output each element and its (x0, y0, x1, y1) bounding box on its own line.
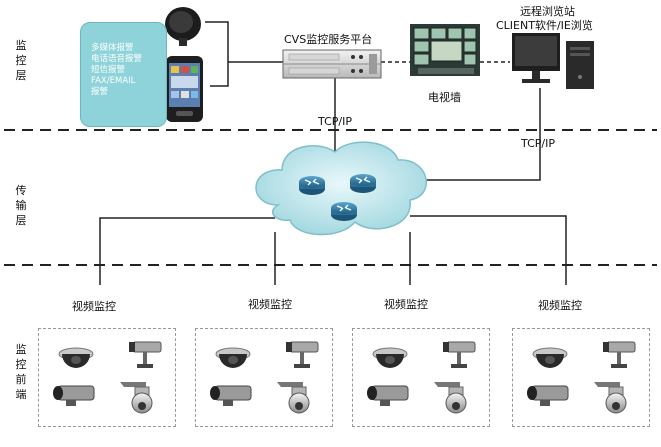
workstation-icon (512, 33, 594, 89)
video-monitor-label: 视频监控 (72, 300, 116, 313)
bullet-camera-icon (603, 341, 636, 368)
box-camera-icon (367, 385, 409, 406)
alarm-method-item: 电话语音报警 (91, 54, 143, 64)
tcp-ip-label-right: TCP/IP (521, 137, 555, 150)
box-camera-icon (527, 385, 569, 406)
tv-wall-label: 电视墙 (428, 91, 461, 104)
box-camera-icon (53, 385, 95, 406)
video-monitor-label: 视频监控 (248, 298, 292, 311)
alarm-method-item: 多媒体报警 (91, 43, 134, 53)
cloud-frontend-links (99, 215, 567, 285)
alarm-method-item: 短信报警 (91, 65, 126, 75)
layer-label-monitor: 监控层 (15, 39, 27, 82)
camera-group (512, 328, 650, 427)
alarm-method-list: 多媒体报警 电话语音报警 短信报警 FAX/EMAIL 报警 (91, 43, 142, 98)
bullet-camera-icon (129, 341, 162, 368)
server-icon (282, 49, 382, 79)
dome-camera-icon (532, 347, 568, 368)
bullet-camera-icon (286, 341, 319, 368)
remote-station-title: 远程浏览站 (520, 5, 575, 18)
layer-label-transport: 传输层 (15, 184, 27, 227)
alarm-connectors (205, 21, 283, 87)
network-cloud (255, 141, 427, 236)
dome-camera-icon (372, 347, 408, 368)
router-icon (331, 202, 357, 221)
video-monitor-label: 视频监控 (538, 299, 582, 312)
box-camera-icon (210, 385, 252, 406)
alarm-horn-icon (165, 7, 201, 46)
router-icon (350, 174, 376, 193)
router-icon (299, 176, 325, 195)
tcp-ip-label-left: TCP/IP (318, 115, 352, 128)
alarm-method-item: 报警 (91, 87, 109, 97)
bullet-camera-icon (443, 341, 476, 368)
speed-dome-icon (594, 382, 627, 414)
remote-cloud-link (420, 88, 541, 181)
mobile-phone-icon (166, 56, 203, 122)
video-monitor-label: 视频监控 (384, 298, 428, 311)
tv-wall-icon (410, 24, 480, 76)
alarm-methods-card: 多媒体报警 电话语音报警 短信报警 FAX/EMAIL 报警 (80, 22, 167, 127)
speed-dome-icon (120, 382, 153, 414)
speed-dome-icon (434, 382, 467, 414)
dome-camera-icon (215, 347, 251, 368)
dome-camera-icon (58, 347, 94, 368)
layer-label-frontend: 监控前端 (15, 343, 27, 401)
remote-station-subtitle: CLIENT软件/IE浏览 (496, 19, 593, 32)
alarm-method-item: FAX/EMAIL (91, 76, 136, 86)
speed-dome-icon (277, 382, 310, 414)
server-label: CVS监控服务平台 (284, 33, 373, 46)
